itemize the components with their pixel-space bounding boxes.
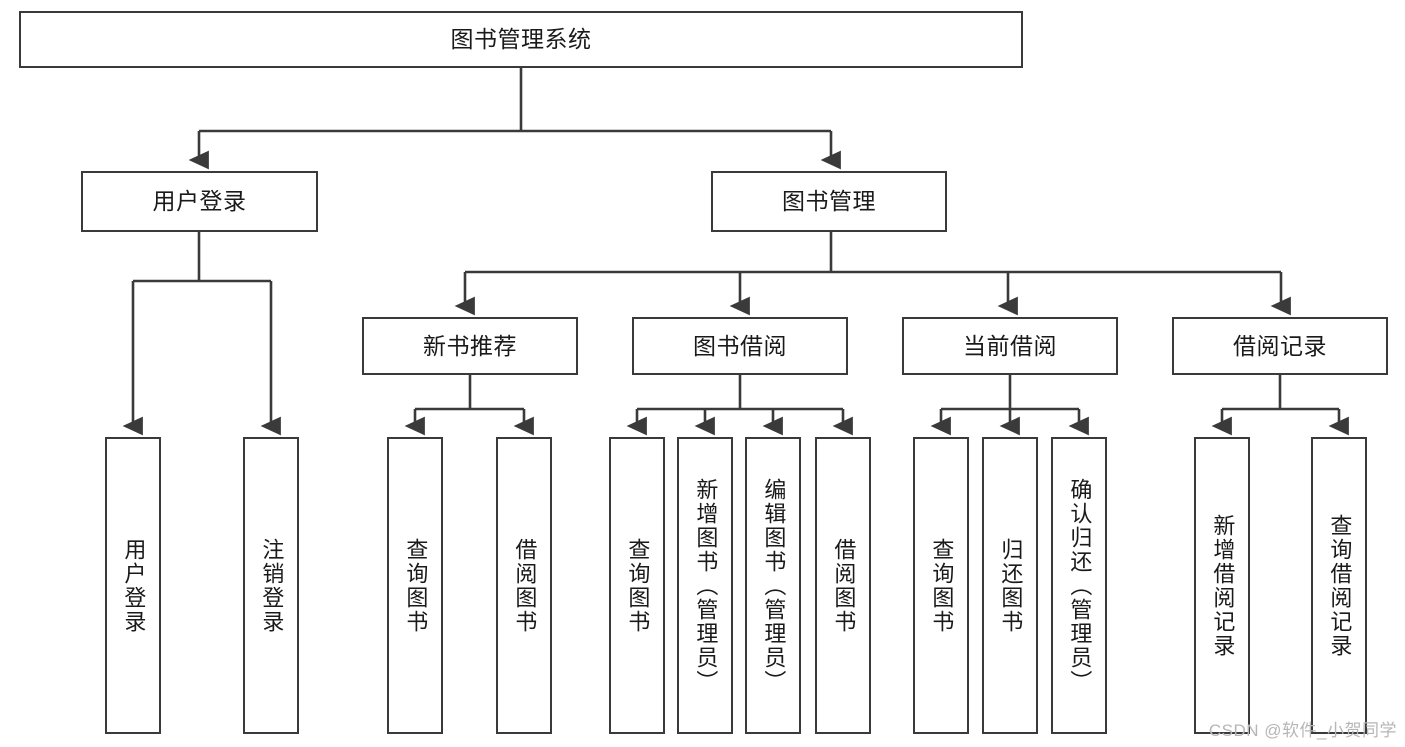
- node-book-borrowing[interactable]: 图书借阅: [632, 317, 848, 375]
- leaf-label: 查询图书: [403, 537, 429, 634]
- leaf-add-borrowing-record[interactable]: 新增借阅记录: [1194, 437, 1250, 734]
- leaf-user-login[interactable]: 用户登录: [105, 437, 161, 734]
- node-root-library-management-system[interactable]: 图书管理系统: [19, 11, 1023, 68]
- leaf-label: 查询图书: [625, 537, 651, 634]
- leaf-logout[interactable]: 注销登录: [243, 437, 299, 734]
- leaf-label: 用户登录: [121, 537, 147, 634]
- node-book-management[interactable]: 图书管理: [711, 171, 947, 232]
- leaf-label: 借阅图书: [831, 537, 857, 634]
- leaf-borrow-books-recommendation[interactable]: 借阅图书: [496, 437, 552, 734]
- node-user-login[interactable]: 用户登录: [81, 171, 318, 232]
- leaf-return-books[interactable]: 归还图书: [982, 437, 1038, 734]
- leaf-query-books-current[interactable]: 查询图书: [913, 437, 969, 734]
- leaf-edit-book-admin[interactable]: 编辑图书（管理员）: [745, 437, 801, 734]
- leaf-confirm-return-admin[interactable]: 确认归还（管理员）: [1051, 437, 1107, 734]
- leaf-label: 归还图书: [998, 537, 1024, 634]
- leaf-label: 借阅图书: [512, 537, 538, 634]
- leaf-label: 注销登录: [259, 537, 285, 634]
- leaf-query-borrowing-record[interactable]: 查询借阅记录: [1311, 437, 1367, 734]
- leaf-label: 查询图书: [929, 537, 955, 634]
- node-borrowing-records[interactable]: 借阅记录: [1172, 317, 1388, 375]
- leaf-add-book-admin[interactable]: 新增图书（管理员）: [677, 437, 733, 734]
- leaf-label: 查询借阅记录: [1327, 513, 1353, 658]
- leaf-query-books-borrowing[interactable]: 查询图书: [609, 437, 665, 734]
- leaf-label: 确认归还（管理员）: [1067, 477, 1093, 694]
- leaf-label: 新增图书（管理员）: [693, 477, 719, 694]
- leaf-query-books-recommendation[interactable]: 查询图书: [387, 437, 443, 734]
- node-current-borrowing[interactable]: 当前借阅: [902, 317, 1118, 375]
- node-new-book-recommendation[interactable]: 新书推荐: [362, 317, 578, 375]
- leaf-borrow-books[interactable]: 借阅图书: [815, 437, 871, 734]
- leaf-label: 编辑图书（管理员）: [761, 477, 787, 694]
- leaf-label: 新增借阅记录: [1210, 513, 1236, 658]
